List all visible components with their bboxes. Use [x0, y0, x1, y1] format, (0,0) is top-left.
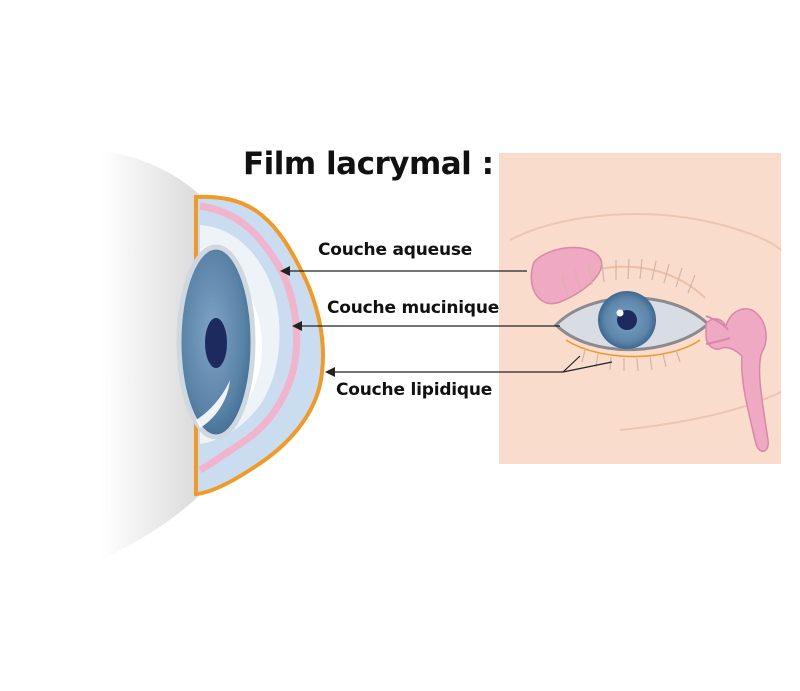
pointer-arrows	[280, 266, 613, 377]
upper-lashes	[561, 258, 696, 297]
label-aqueous-layer: Couche aqueuse	[318, 240, 473, 260]
eyeball-globe	[100, 150, 205, 560]
brow-line	[509, 213, 782, 251]
front-glint	[616, 309, 624, 317]
mucin-layer	[198, 202, 301, 474]
cheek-line	[619, 391, 782, 431]
front-eye-illustration	[499, 153, 782, 464]
arrow-lipid-branch-b	[562, 361, 613, 373]
iris-reflection	[196, 380, 230, 428]
lower-lid-rim	[565, 339, 701, 358]
pupil	[205, 318, 227, 368]
lacrimal-gland	[530, 246, 603, 305]
arrowhead-mucin	[292, 321, 302, 331]
lacrimal-duct	[705, 308, 769, 452]
label-mucin-layer: Couche mucinique	[327, 298, 500, 318]
arrow-lipid-branch-a	[562, 355, 581, 373]
arrowhead-aqueous	[280, 266, 290, 276]
canaliculi	[705, 315, 731, 345]
side-eye-illustration	[100, 150, 326, 560]
arrowhead-lipid	[325, 367, 335, 377]
label-lipid-layer: Couche lipidique	[336, 380, 493, 400]
diagram-title: Film lacrymal :	[243, 146, 494, 182]
